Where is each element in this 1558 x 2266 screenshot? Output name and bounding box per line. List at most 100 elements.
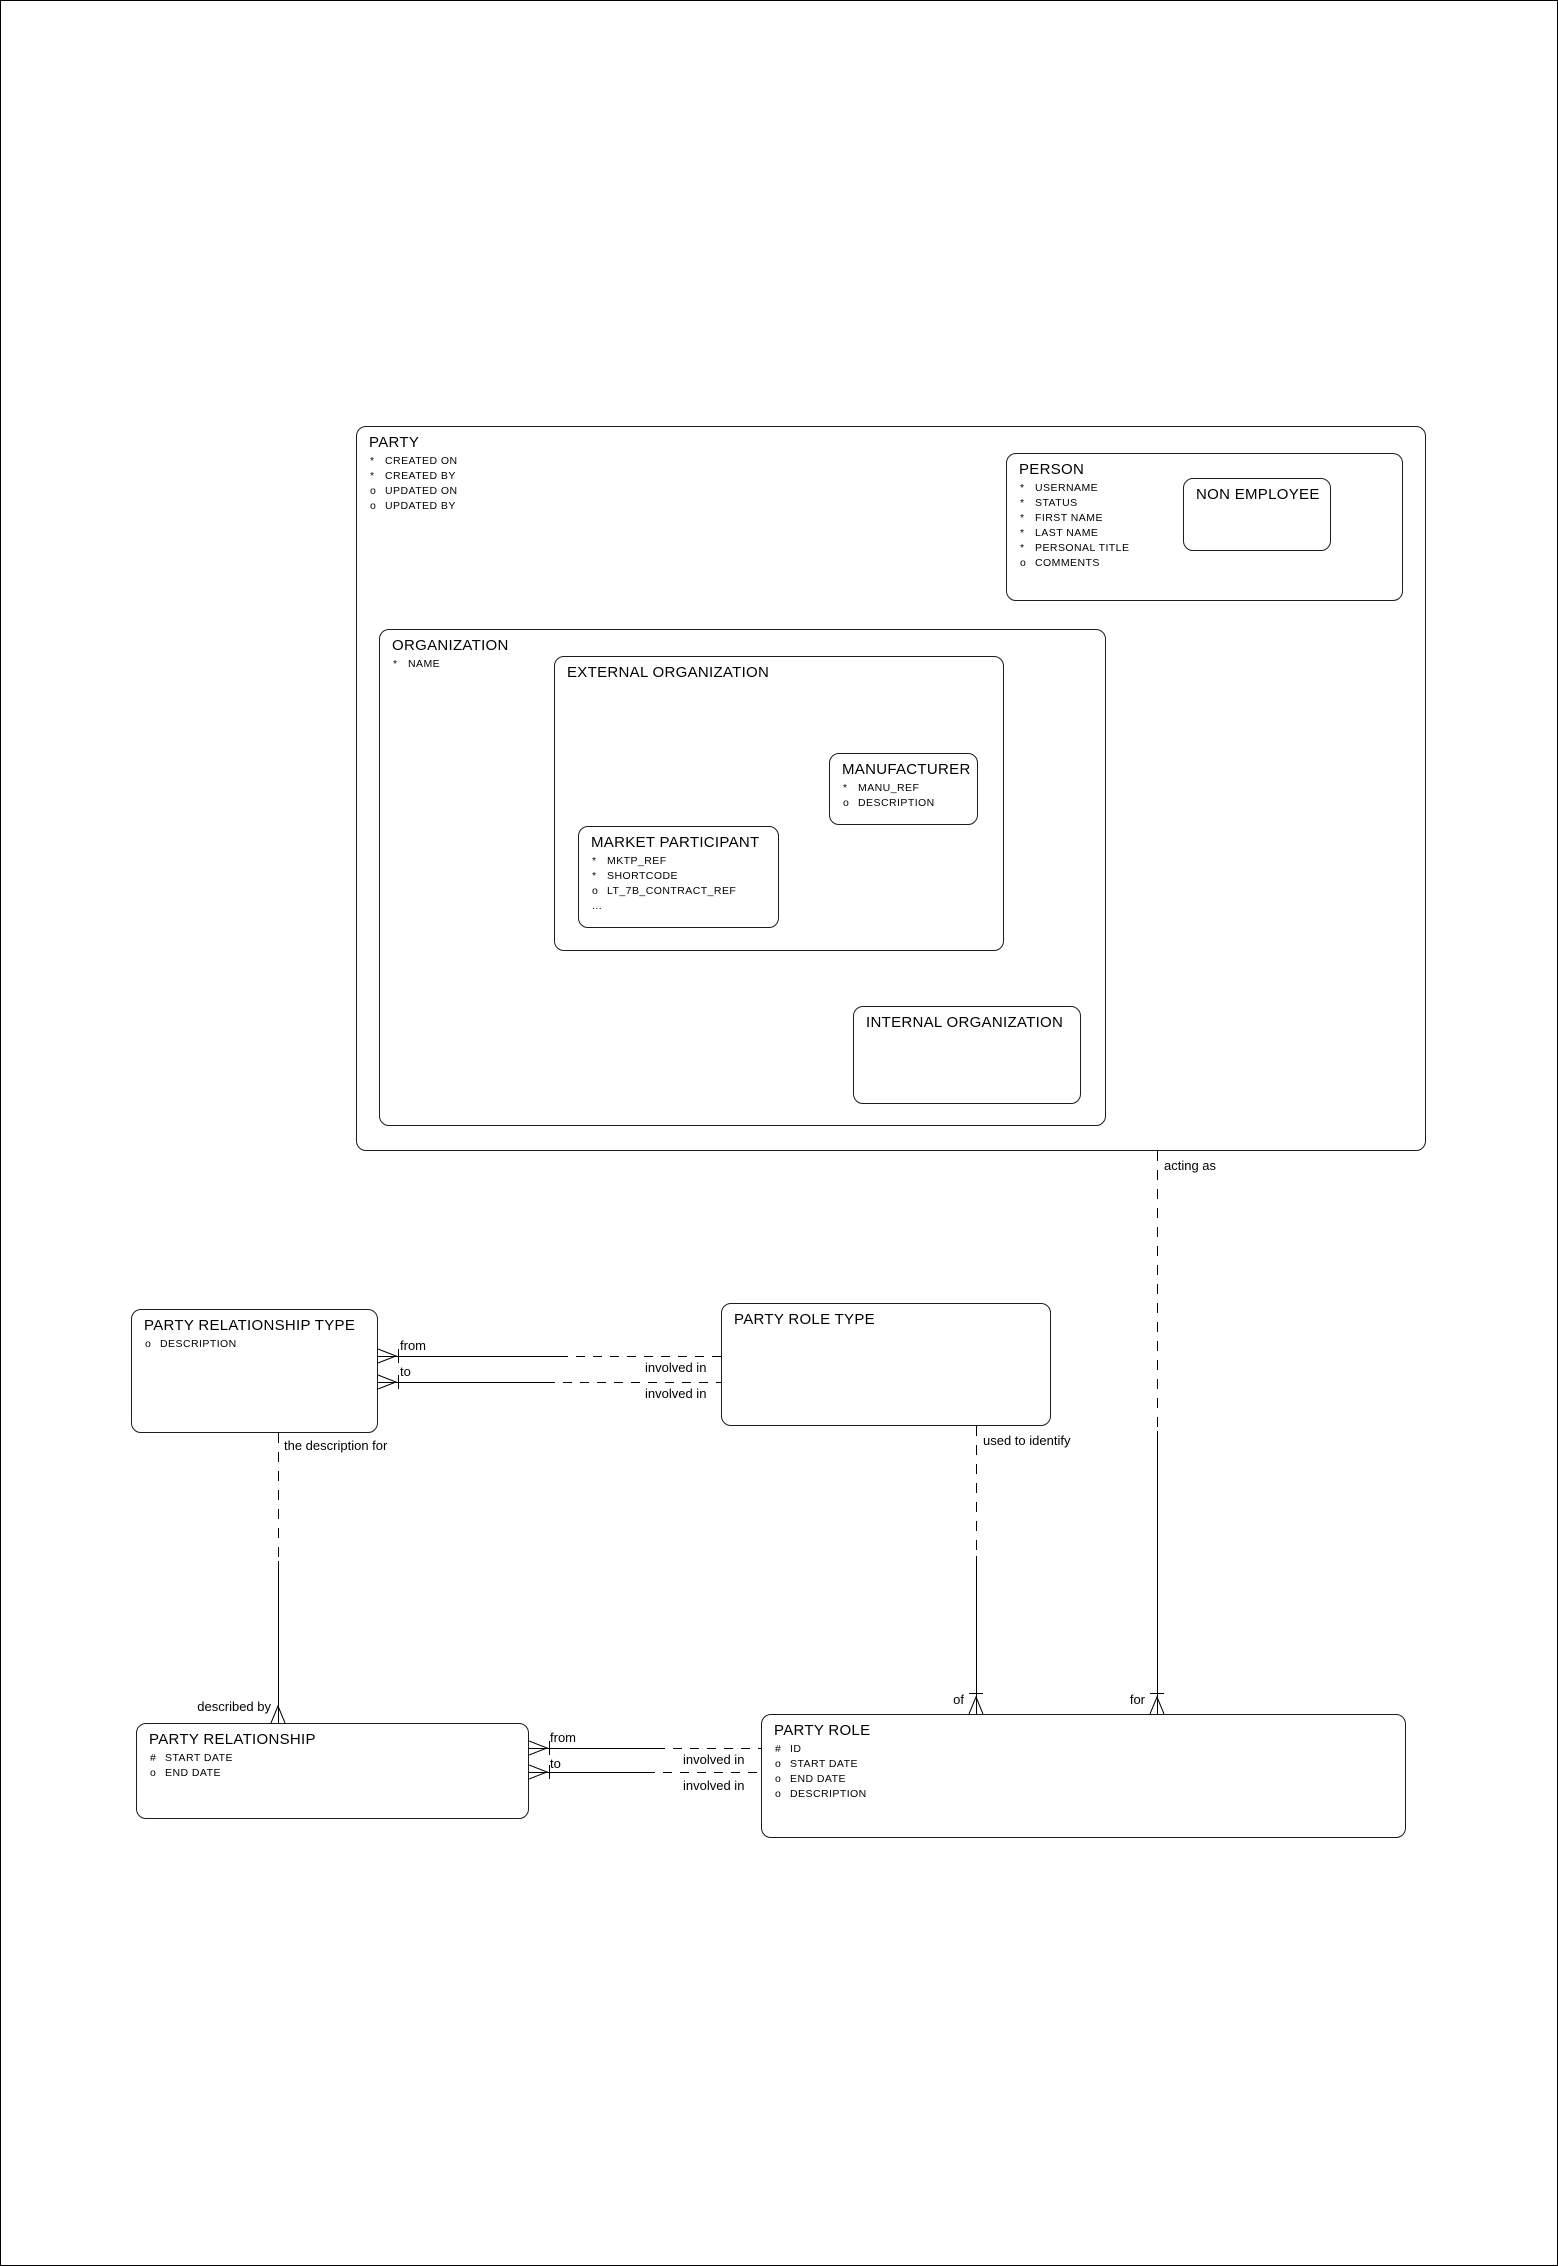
relationship-line-acting-dashed <box>1157 1151 1158 1431</box>
attribute-name: START DATE <box>790 1758 858 1770</box>
attribute-row: *SHORTCODE <box>592 869 778 884</box>
crow-foot-icon <box>529 1740 550 1756</box>
rel-label-type-to-far: involved in <box>645 1386 707 1401</box>
attribute-marker: # <box>775 1743 782 1755</box>
attribute-name: USERNAME <box>1035 482 1099 494</box>
attribute-name: STATUS <box>1035 497 1078 509</box>
rel-label-rel-from-far: involved in <box>683 1752 745 1767</box>
attribute-name: END DATE <box>165 1767 221 1779</box>
attribute-marker: o <box>775 1773 782 1785</box>
attribute-list: *NAME <box>380 657 1105 672</box>
crow-foot-icon <box>529 1764 550 1780</box>
attribute-name: UPDATED ON <box>385 485 458 497</box>
attribute-name: LT_7B_CONTRACT_REF <box>607 885 737 897</box>
attribute-row: # ID <box>775 1742 1405 1757</box>
attribute-marker: * <box>370 470 375 482</box>
attribute-row: ... <box>592 899 778 914</box>
attribute-name: FIRST NAME <box>1035 512 1103 524</box>
attribute-name: CREATED ON <box>385 455 458 467</box>
rel-label-rel-from: from <box>550 1730 576 1745</box>
attribute-marker: * <box>843 782 848 794</box>
rel-label-rel-to-far: involved in <box>683 1778 745 1793</box>
relationship-line-described-dashed <box>278 1433 279 1561</box>
attribute-marker: o <box>843 797 850 809</box>
attribute-row: *CREATED ON <box>370 454 1425 469</box>
attribute-row: o LT_7B_CONTRACT_REF <box>592 884 778 899</box>
relationship-line-acting-solid <box>1157 1431 1158 1714</box>
relationship-line-rel-from-dashed <box>656 1748 761 1749</box>
entity-title: MANUFACTURER <box>842 761 971 778</box>
attribute-name: PERSONAL TITLE <box>1035 542 1130 554</box>
entity-title: INTERNAL ORGANIZATION <box>866 1014 1064 1031</box>
relationship-line-rel-to-solid <box>529 1772 646 1773</box>
entity-title: EXTERNAL ORGANIZATION <box>567 664 770 681</box>
attribute-row: o COMMENTS <box>1020 556 1402 571</box>
crow-foot-icon <box>378 1348 399 1364</box>
relationship-line-identify-dashed <box>976 1426 977 1556</box>
entity-party-role-type: PARTY ROLE TYPE <box>721 1303 1051 1426</box>
attribute-marker: * <box>1020 482 1025 494</box>
attribute-name: ID <box>790 1743 802 1755</box>
attribute-row: *STATUS <box>1020 496 1402 511</box>
attribute-marker: * <box>592 870 597 882</box>
crow-foot-icon <box>1149 1693 1165 1714</box>
relationship-line-described-solid <box>278 1561 279 1723</box>
attribute-marker: o <box>150 1767 157 1779</box>
attribute-marker: ... <box>592 900 603 912</box>
entity-title: PARTY ROLE <box>774 1722 871 1739</box>
attribute-marker: o <box>592 885 599 897</box>
attribute-row: o END DATE <box>150 1766 528 1781</box>
attribute-row: o UPDATED ON <box>370 484 1425 499</box>
attribute-name: MANU_REF <box>858 782 920 794</box>
attribute-marker: * <box>1020 512 1025 524</box>
entity-internal-organization: INTERNAL ORGANIZATION <box>853 1006 1081 1104</box>
attribute-marker: o <box>370 485 377 497</box>
entity-title: PERSON <box>1019 461 1085 478</box>
attribute-list: *USERNAME*STATUS*FIRST NAME*LAST NAME*PE… <box>1007 481 1402 571</box>
attribute-name: START DATE <box>165 1752 233 1764</box>
relationship-line-type-from-solid <box>378 1356 559 1357</box>
entity-non-employee: NON EMPLOYEE <box>1183 478 1331 551</box>
attribute-marker: o <box>775 1758 782 1770</box>
attribute-name: END DATE <box>790 1773 846 1785</box>
rel-label-type-from-far: involved in <box>645 1360 707 1375</box>
entity-title: PARTY <box>369 434 420 451</box>
attribute-row: * FIRST NAME <box>1020 511 1402 526</box>
entity-title: MARKET PARTICIPANT <box>591 834 760 851</box>
attribute-marker: * <box>592 855 597 867</box>
relationship-line-type-to-solid <box>378 1382 546 1383</box>
rel-label-used-to-identify: used to identify <box>983 1433 1071 1448</box>
attribute-row: * MANU_REF <box>843 781 977 796</box>
entity-title: PARTY RELATIONSHIP <box>149 1731 316 1748</box>
entity-title: PARTY RELATIONSHIP TYPE <box>144 1317 356 1334</box>
rel-label-description-for: the description for <box>284 1438 388 1453</box>
crow-foot-icon <box>378 1374 399 1390</box>
attribute-row: * USERNAME <box>1020 481 1402 496</box>
attribute-marker: o <box>145 1338 152 1350</box>
attribute-name: NAME <box>408 658 441 670</box>
attribute-name: COMMENTS <box>1035 557 1100 569</box>
entity-title: ORGANIZATION <box>392 637 509 654</box>
attribute-marker: o <box>1020 557 1027 569</box>
attribute-name: CREATED BY <box>385 470 456 482</box>
rel-label-rel-to: to <box>550 1756 561 1771</box>
entity-title: PARTY ROLE TYPE <box>734 1311 875 1328</box>
attribute-marker: * <box>1020 527 1025 539</box>
attribute-name: UPDATED BY <box>385 500 456 512</box>
attribute-name: LAST NAME <box>1035 527 1099 539</box>
rel-label-acting-as: acting as <box>1164 1158 1217 1173</box>
attribute-row: *NAME <box>393 657 1105 672</box>
rel-label-type-to: to <box>400 1364 411 1379</box>
attribute-name: DESCRIPTION <box>790 1788 867 1800</box>
